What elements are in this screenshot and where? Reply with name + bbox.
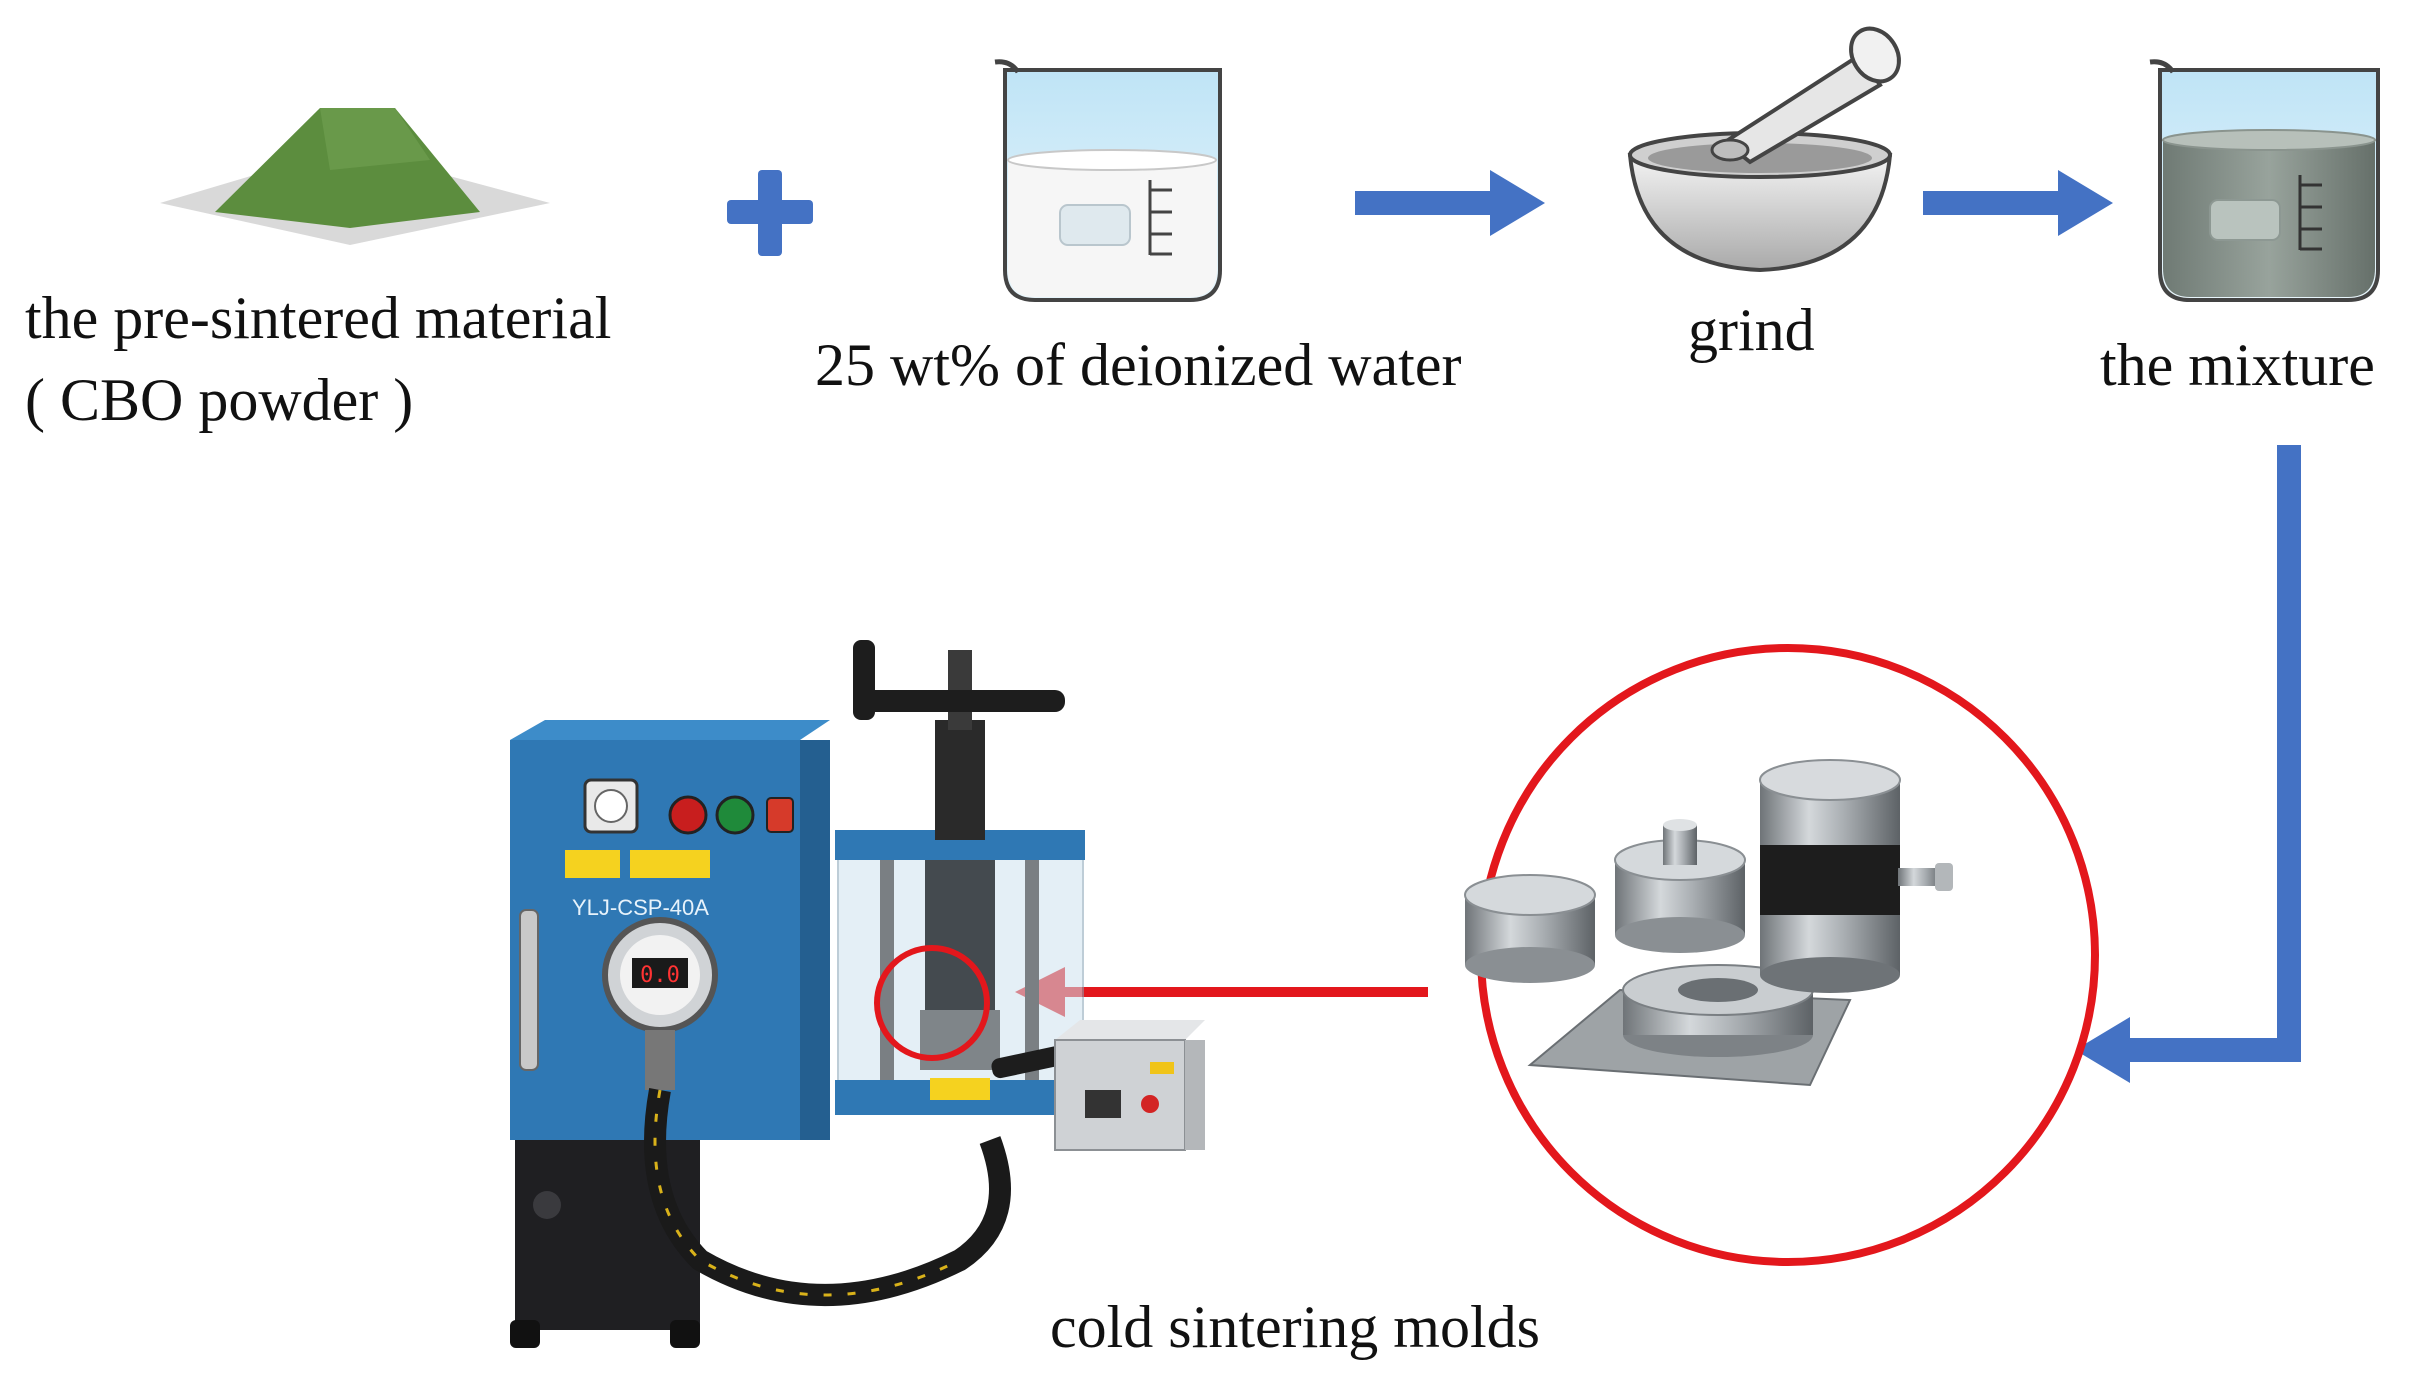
plus-icon (727, 170, 813, 256)
flow-arrow-3 (2075, 445, 2301, 1083)
flow-arrow-2 (1923, 170, 2113, 236)
grind-label: grind (1688, 297, 1815, 363)
water-beaker-icon (994, 59, 1222, 302)
powder-pile-icon (160, 108, 550, 245)
model-plate-label: YLJ-CSP-40A (572, 895, 709, 920)
flow-arrow-1 (1355, 170, 1545, 236)
mixture-label: the mixture (2100, 332, 2375, 398)
press-machine-icon: YLJ-CSP-40A 0.0 (510, 640, 1205, 1348)
molds-label: cold sintering molds (1050, 1294, 1540, 1360)
mixture-beaker-icon (2149, 59, 2380, 302)
molds-callout (1464, 644, 2099, 1266)
powder-label-line2: ( CBO powder ) (25, 367, 414, 433)
gauge-readout: 0.0 (640, 963, 680, 988)
water-label: 25 wt% of deionized water (815, 332, 1462, 398)
press-highlight-circle (874, 945, 990, 1061)
mortar-pestle-icon (1627, 26, 1901, 273)
powder-label-line1: the pre-sintered material (25, 285, 612, 351)
